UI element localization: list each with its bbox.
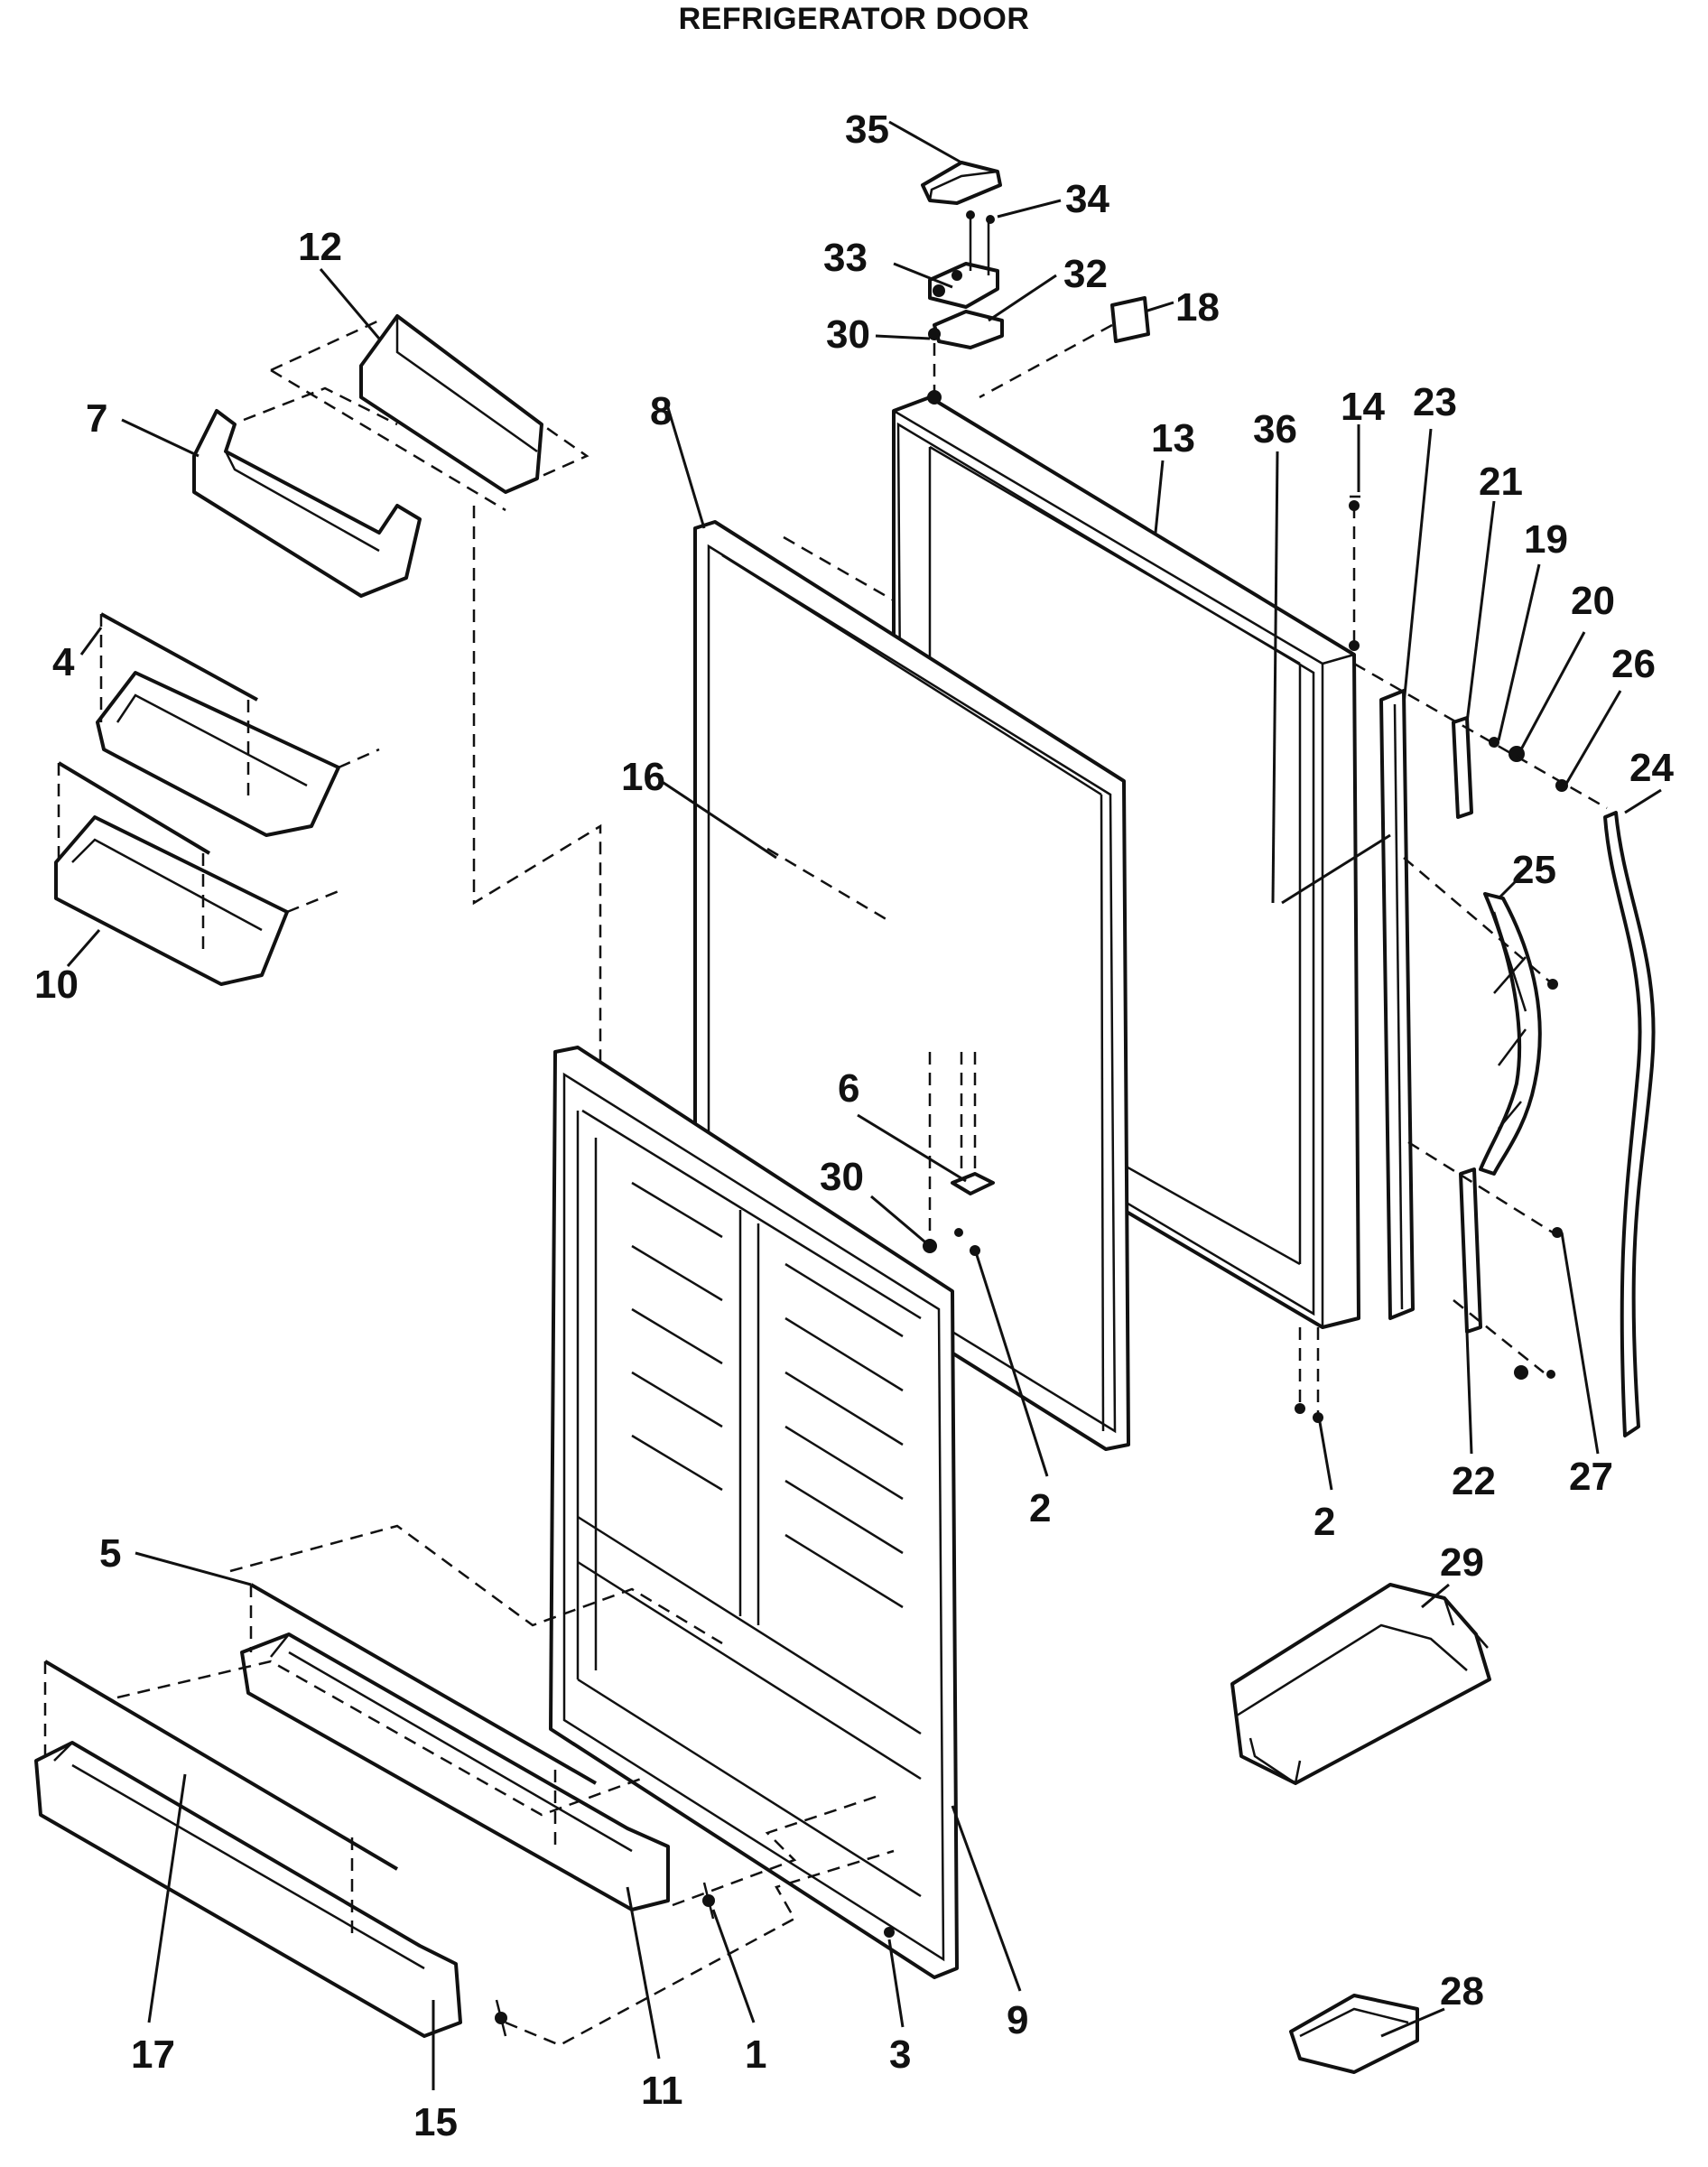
part-door-shelf-middle: [240, 1583, 715, 1920]
part-handle-brackets: [1452, 716, 1482, 1334]
part-tray-28: [1289, 1994, 1419, 2074]
callout-13: 13: [1151, 416, 1195, 460]
leader-lines: [66, 120, 1662, 2090]
callout-21: 21: [1479, 460, 1523, 504]
part-label-plate: [979, 296, 1150, 399]
diagram-title: REFRIGERATOR DOOR: [678, 2, 1030, 36]
callout-10: 10: [34, 963, 79, 1007]
callout-29: 29: [1440, 1540, 1484, 1585]
callout-18: 18: [1175, 285, 1220, 330]
callout-5: 5: [99, 1531, 121, 1576]
callout-22: 22: [1452, 1459, 1496, 1503]
callout-20: 20: [1571, 579, 1615, 623]
part-door-trim-strip: [1379, 689, 1415, 1320]
part-dairy-cover: [270, 314, 589, 512]
callout-30: 30: [826, 312, 870, 357]
callout-24: 24: [1629, 746, 1674, 790]
callout-27: 27: [1569, 1455, 1613, 1499]
guide-lines-left: [286, 506, 895, 1074]
part-screws-right: [1295, 495, 1608, 1423]
callout-35: 35: [845, 107, 889, 152]
part-door-bin-upper: [96, 612, 340, 837]
callout-9: 9: [1007, 1998, 1028, 2042]
callout-2: 2: [1313, 1500, 1335, 1544]
callout-23: 23: [1413, 380, 1457, 424]
part-handle-trim: [1603, 811, 1656, 1437]
part-door-handle: [1479, 892, 1542, 1176]
callout-8: 8: [650, 389, 672, 433]
callout-32: 32: [1063, 252, 1108, 296]
callout-28: 28: [1440, 1969, 1484, 2014]
callout-19: 19: [1524, 517, 1568, 562]
callout-33: 33: [823, 236, 868, 280]
callout-6: 6: [838, 1066, 859, 1111]
callout-labels: 35 34 33 32 30 18 12 7 8 13 36 14 23 21 …: [34, 107, 1674, 2144]
callout-15: 15: [413, 2100, 458, 2144]
callout-36: 36: [1253, 407, 1297, 451]
callout-26: 26: [1611, 642, 1656, 686]
callout-14: 14: [1341, 385, 1385, 429]
callout-3: 3: [889, 2032, 911, 2077]
callout-7: 7: [86, 396, 107, 441]
part-door-bin-lower: [54, 761, 289, 986]
callout-30: 30: [820, 1155, 864, 1199]
callout-11: 11: [641, 2069, 683, 2113]
part-hinge-cover: [921, 161, 1002, 205]
callout-16: 16: [621, 755, 665, 799]
part-inner-door-liner: [549, 1046, 959, 1979]
part-door-shelf-bottom: [34, 1660, 507, 2038]
part-hinge-assembly: [928, 210, 1004, 397]
callout-1: 1: [745, 2032, 766, 2077]
part-dairy-compartment: [192, 386, 422, 598]
callout-17: 17: [131, 2032, 175, 2077]
callout-2: 2: [1029, 1486, 1051, 1530]
callout-12: 12: [298, 225, 342, 269]
callout-4: 4: [52, 640, 75, 684]
callout-34: 34: [1065, 177, 1109, 221]
guide-lines-lower: [116, 1524, 895, 2047]
part-bin-29: [1230, 1583, 1491, 1786]
callout-25: 25: [1512, 848, 1556, 892]
